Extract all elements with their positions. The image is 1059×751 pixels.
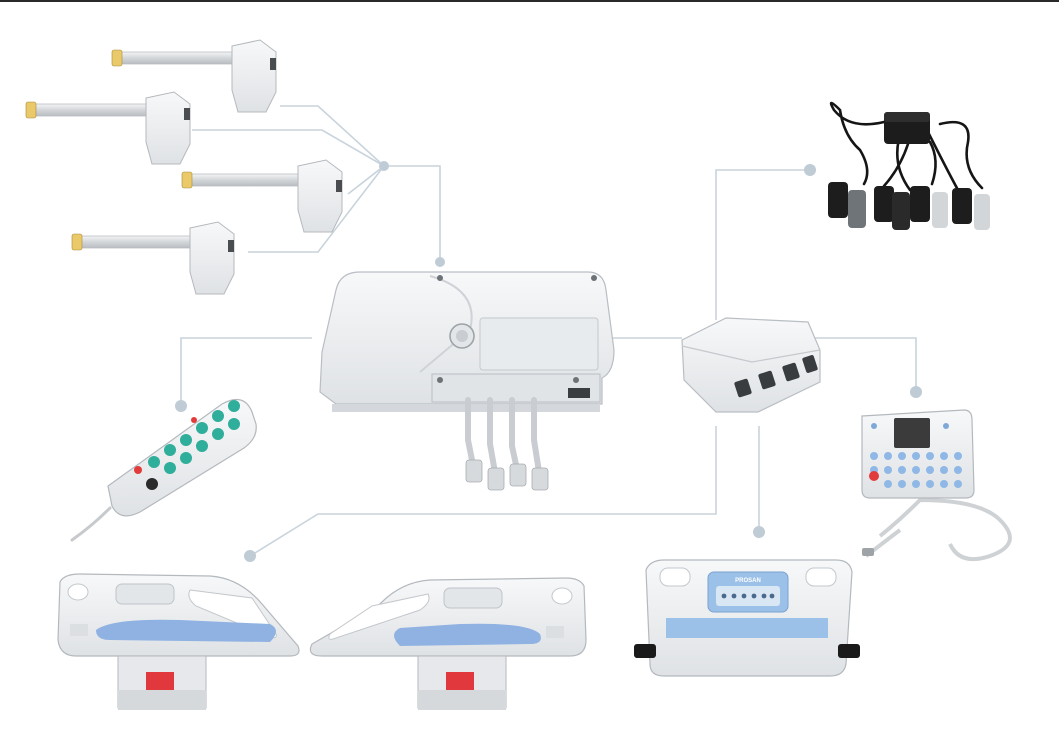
dot-pendant [175,400,187,412]
pendant-buttons [134,400,240,474]
side-rail-right [309,577,587,710]
junction-box-icon [681,317,821,413]
line-hub-to-box [384,165,441,262]
line-side-rails [249,426,717,557]
foot-switch-set-icon [828,101,990,230]
dot-side-rails [244,550,256,562]
line-actuator-3 [347,165,385,195]
line-foot-sensors [715,169,810,320]
side-rail-control-icon [57,573,587,710]
dot-foot-board [753,526,765,538]
actuator-3 [181,159,343,233]
hand-pendant-icon [70,398,257,542]
dot-nurse-panel [910,386,922,398]
line-pendant [180,337,312,406]
actuator-1 [111,39,277,113]
foot-board-brand: PROSAN [735,578,761,584]
foot-switches [828,182,990,230]
actuator-4 [71,221,235,295]
line-actuator-2 [192,129,385,167]
control-box-icon [319,271,615,491]
connector-dots [175,161,922,562]
nurse-panel-buttons [870,452,962,488]
side-rail-left [57,573,300,710]
dot-control-box [435,257,445,267]
linear-actuator-icon [25,39,343,295]
line-actuator-4 [248,165,385,253]
connector-lines [180,105,917,557]
dot-foot-sensors [804,164,816,176]
top-border [0,0,1059,2]
line-nurse-panel [810,337,917,392]
foot-board-control-icon: PROSAN [634,559,860,677]
nurse-control-panel-icon [861,409,1012,561]
actuator-2 [25,91,191,165]
control-box-plugs [465,459,549,491]
dot-hub [379,161,389,171]
line-actuator-1 [280,105,385,167]
